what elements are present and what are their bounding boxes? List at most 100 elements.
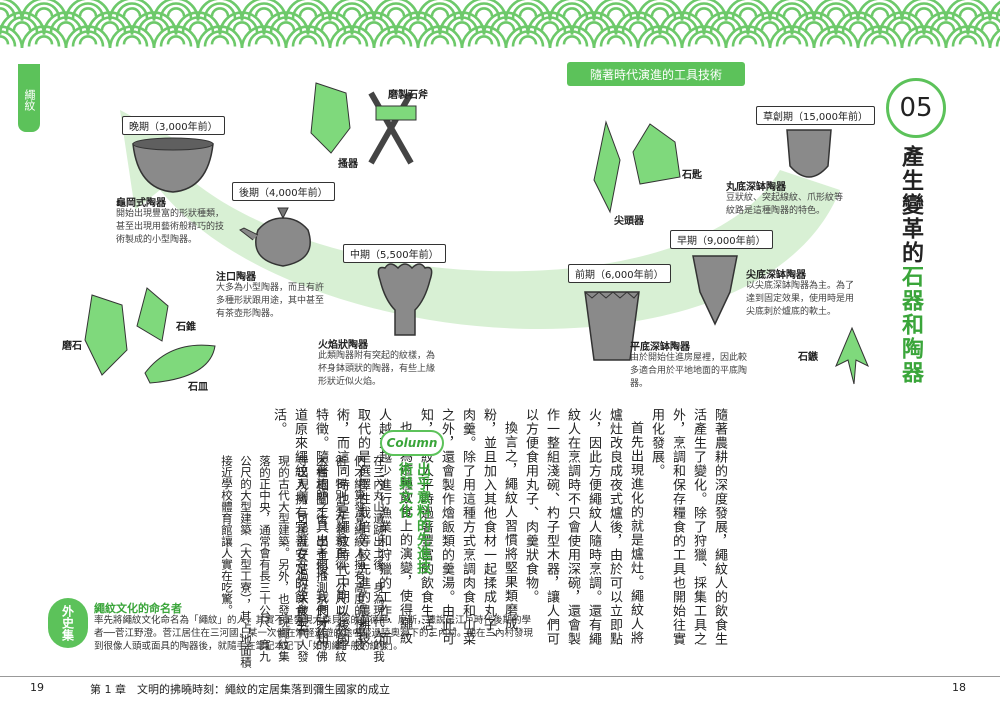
wave-arc [555, 30, 589, 47]
pottery-round-bottom-illustration [786, 129, 832, 178]
wave-arc [738, 35, 758, 45]
wave-arc [122, 35, 142, 45]
wave-arc [540, 21, 560, 31]
column-box: 在三內丸山遺跡出土後，身為現代人的我們才總算發覺繩紋人擁有高度的科學技術。特別是… [164, 455, 388, 668]
wave-arc [0, 35, 10, 45]
wave-arc [687, 30, 721, 47]
wave-arc [892, 21, 912, 31]
wave-arc [826, 35, 846, 45]
wave-arc [364, 21, 384, 31]
period-incipient-name: 丸底深缽陶器 [726, 182, 786, 193]
wave-arc [944, 25, 992, 48]
footer-right-page-number: 18 [952, 681, 966, 694]
wave-arc [775, 30, 809, 47]
wave-arc [900, 25, 948, 48]
wave-arc [988, 28, 1000, 48]
wave-arc [724, 25, 772, 48]
wave-arc [467, 30, 501, 47]
label-polished-axe: 磨製石斧 [388, 90, 428, 101]
wave-arc [804, 21, 824, 31]
period-middle-label: 中期（5,500年前） [343, 244, 446, 263]
wave-arc [474, 7, 494, 17]
period-early-name: 平底深缽陶器 [630, 342, 690, 353]
wave-arc [936, 21, 956, 31]
wave-arc [504, 25, 552, 48]
wave-arc [78, 7, 98, 17]
stone-hammer-illustration [136, 287, 169, 342]
label-scraper: 搔器 [338, 159, 358, 170]
wave-arc [56, 21, 76, 31]
wave-arc [995, 35, 1000, 47]
wave-arc [379, 30, 413, 47]
footer-rule [0, 676, 1000, 677]
wave-arc [27, 30, 61, 47]
period-middle-name: 火焰狀陶器 [318, 340, 368, 351]
wave-arc [562, 35, 582, 45]
wave-arc [584, 21, 604, 31]
arrowhead-illustration [835, 326, 869, 385]
wave-arc [812, 25, 860, 48]
label-stone-spoon: 石匙 [682, 170, 702, 181]
wave-arc [210, 35, 230, 45]
wave-arc [460, 25, 508, 48]
wave-arc [562, 7, 582, 17]
period-early-desc: 由於開始住進房屋裡，因此較多適合用於平地地面的平底陶器。 [630, 353, 748, 389]
chapter-title: 產生變革的石器和陶器 [898, 145, 924, 385]
wave-arc [636, 25, 684, 48]
period-late-desc: 開始出現豐富的形狀種類，甚至出現用藝術般精巧的技術製成的小型陶器。 [116, 209, 225, 245]
wave-arc [592, 25, 640, 48]
label-pointed-tool: 尖頭器 [614, 216, 644, 227]
wave-arc [298, 7, 318, 17]
wave-arc [452, 21, 472, 31]
chapter-title-part1: 產生變革的 [898, 145, 924, 265]
wave-arc [907, 30, 941, 47]
pottery-kameoka-illustration [132, 137, 214, 193]
period-late-name: 龜岡式陶器 [116, 198, 166, 209]
label-stone-hammer: 石錐 [176, 322, 196, 333]
wave-arc [856, 25, 904, 48]
main-paragraph-1: 隨著農耕的深度發展，繩紋人的飲食生活產生了變化。除了狩獵、採集工具之外，烹調和保… [649, 408, 727, 646]
period-early-label: 前期（6,000年前） [568, 264, 671, 283]
wave-arc [423, 30, 457, 47]
chapter-title-part2: 石器和陶器 [898, 265, 924, 385]
wave-arc [115, 30, 149, 47]
wave-arc [496, 21, 516, 31]
wave-arc [650, 7, 670, 17]
column-text: 在三內丸山遺跡出土後，身為現代人的我們才總算發覺繩紋人擁有高度的科學技術。特別是… [220, 455, 386, 668]
wave-pattern-header [0, 0, 1000, 48]
wave-arc [386, 35, 406, 45]
side-story-title: 繩紋文化的命名者 [94, 602, 182, 615]
footer-left-page-number: 19 [30, 681, 44, 694]
wave-arc [694, 35, 714, 45]
pottery-flat-bottom-illustration [584, 291, 640, 361]
wave-arc [474, 35, 494, 45]
wave-arc [819, 30, 853, 47]
wave-arc [738, 7, 758, 17]
pottery-pointed-bottom-illustration [692, 255, 738, 326]
wave-arc [232, 21, 252, 31]
wave-arc [144, 21, 164, 31]
main-paragraph-4: 也因為這種飲食上的演變，使得繩紋人越來越少進行漁業和狩獵的工作，而取代的是選擇性… [271, 408, 412, 646]
period-initial-desc: 以尖底深缽陶器為主。為了達到固定效果，使用時是用尖底刺於爐底的軟土。 [746, 281, 855, 317]
period-later-label: 後期（4,000年前） [232, 182, 335, 201]
wave-arc [328, 25, 376, 48]
polished-axe-illustration [368, 91, 417, 165]
pottery-spouted-illustration [239, 207, 311, 267]
wave-arc [782, 7, 802, 17]
wave-arc [643, 30, 677, 47]
footer-chapter-reference: 第 1 章 文明的拂曉時刻：繩紋的定居集落到彌生國家的成立 [90, 683, 390, 696]
wave-arc [291, 30, 325, 47]
wave-arc [416, 25, 464, 48]
wave-arc [599, 30, 633, 47]
wave-arc [0, 7, 10, 17]
period-middle-desc: 此類陶器附有突起的紋樣，為杯身鉢頭狀的陶器，有些上緣形狀近似火焰。 [318, 351, 436, 387]
wave-arc [166, 35, 186, 45]
label-arrowhead: 石鏃 [798, 352, 818, 363]
period-late-label: 晚期（3,000年前） [122, 116, 225, 135]
column-badge: Column [380, 430, 444, 456]
wave-arc [276, 21, 296, 31]
section-tab[interactable]: 繩紋 [18, 64, 40, 132]
wave-arc [78, 35, 98, 45]
wave-arc [254, 35, 274, 45]
wave-arc [672, 21, 692, 31]
